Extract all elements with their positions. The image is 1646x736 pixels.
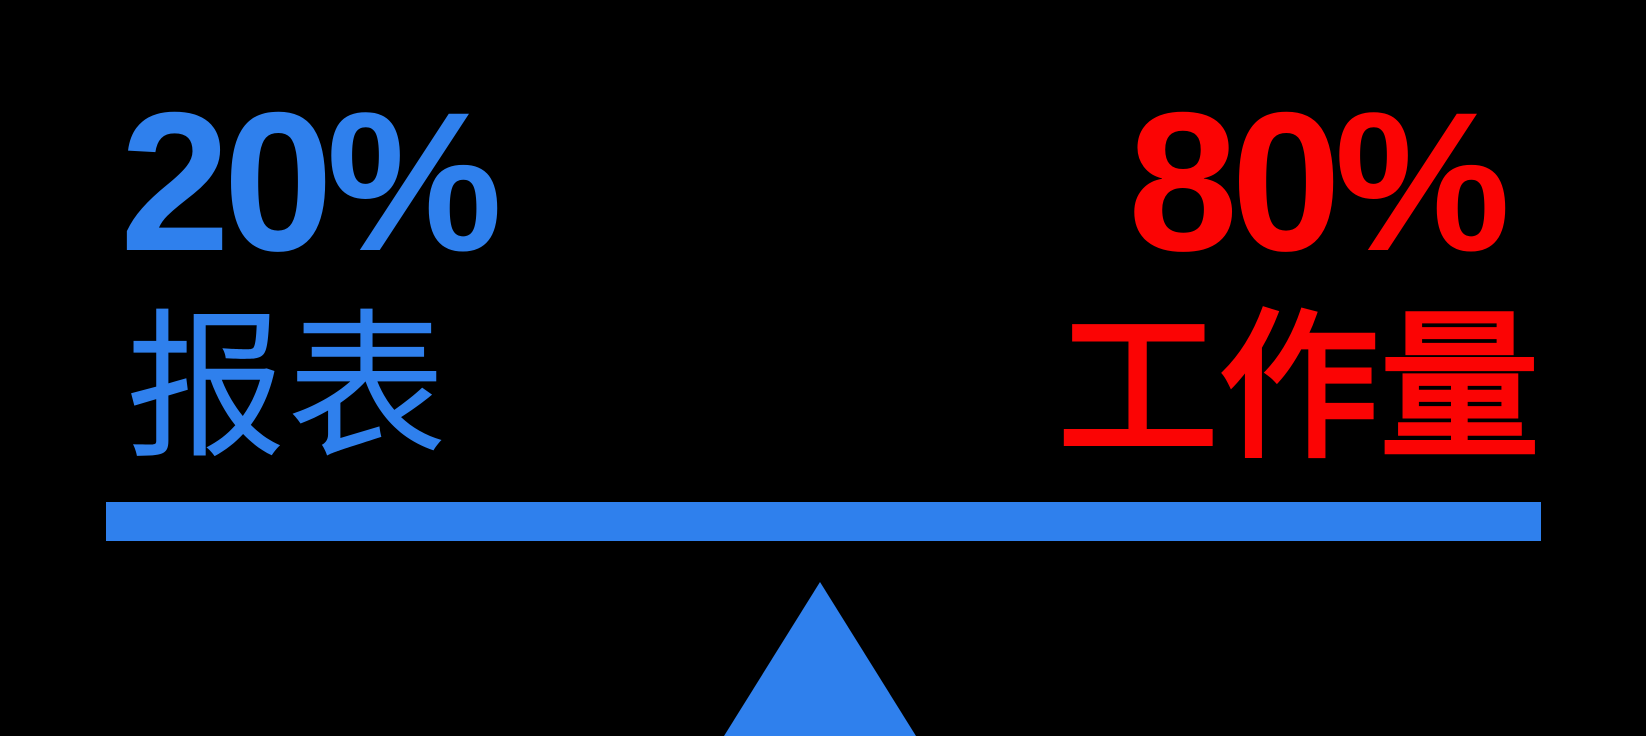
balance-beam-bar <box>106 502 1541 541</box>
left-label-text: 报表 <box>126 298 448 477</box>
right-percent-text: 80% <box>1128 71 1510 292</box>
right-label-text: 工作量 <box>1058 298 1541 477</box>
left-percent-text: 20% <box>120 71 502 292</box>
fulcrum-triangle-icon <box>724 582 916 736</box>
